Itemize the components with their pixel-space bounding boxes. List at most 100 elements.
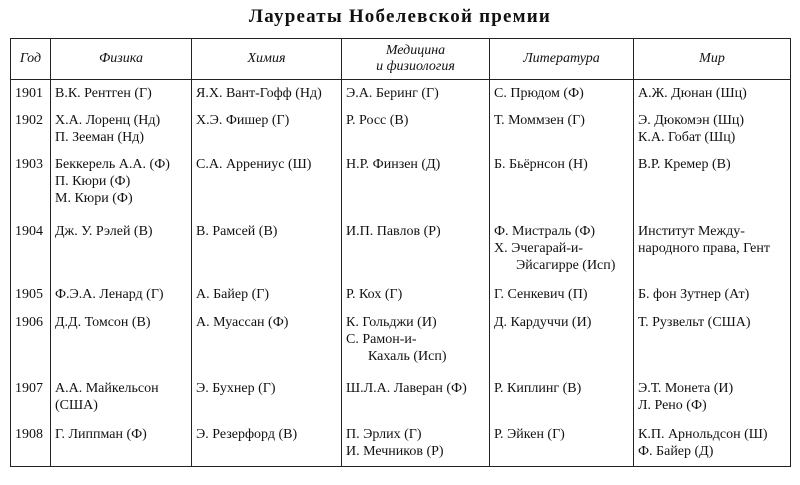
table-row: 1905 Ф.Э.А. Ленард (Г) А. Байер (Г) Р. К… xyxy=(10,283,791,311)
physics-cell: Ф.Э.А. Ленард (Г) xyxy=(50,283,192,311)
laureate: С. Рамон-и- xyxy=(346,332,417,347)
laureate: П. Эрлих (Г) xyxy=(346,427,422,442)
laureate: В.К. Рентген (Г) xyxy=(55,86,152,101)
year-cell: 1906 xyxy=(10,311,51,372)
peace-cell: Э. Дюкомэн (Шц) К.А. Гобат (Шц) xyxy=(633,109,791,153)
table-row: 1904 Дж. У. Рэлей (В) В. Рамсей (В) И.П.… xyxy=(10,218,791,283)
laureate: А. Муассан (Ф) xyxy=(196,315,289,330)
laureate: Кахаль (Исп) xyxy=(368,349,447,364)
laureate: К.П. Арнольдсон (Ш) xyxy=(638,427,768,442)
laureate: К.А. Гобат (Шц) xyxy=(638,130,736,145)
chemistry-cell: А. Муассан (Ф) xyxy=(191,311,342,372)
medicine-cell: Н.Р. Финзен (Д) xyxy=(341,153,490,218)
laureate: А.Ж. Дюнан (Шц) xyxy=(638,86,747,101)
literature-cell: Т. Моммзен (Г) xyxy=(489,109,634,153)
year-cell: 1902 xyxy=(10,109,51,153)
laureate: Э. Резерфорд (В) xyxy=(196,427,298,442)
laureate: Э. Бухнер (Г) xyxy=(196,381,276,396)
peace-cell: Э.Т. Монета (И) Л. Рено (Ф) xyxy=(633,372,791,423)
year-cell: 1901 xyxy=(10,79,51,109)
medicine-cell: Ш.Л.А. Лаверан (Ф) xyxy=(341,372,490,423)
laureate: Г. Липпман (Ф) xyxy=(55,427,147,442)
peace-cell: К.П. Арнольдсон (Ш) Ф. Байер (Д) xyxy=(633,423,791,467)
laureate: И. Мечников (Р) xyxy=(346,444,444,459)
literature-cell: Р. Эйкен (Г) xyxy=(489,423,634,467)
year-cell: 1908 xyxy=(10,423,51,467)
literature-cell: Д. Кардуччи (И) xyxy=(489,311,634,372)
table-row: 1903 Беккерель А.А. (Ф) П. Кюри (Ф) М. К… xyxy=(10,153,791,218)
laureate: Э.Т. Монета (И) xyxy=(638,381,734,396)
table-row: 1906 Д.Д. Томсон (В) А. Муассан (Ф) К. Г… xyxy=(10,311,791,372)
laureate: П. Зееман (Нд) xyxy=(55,130,145,145)
column-header-physics: Физика xyxy=(50,38,192,80)
medicine-cell: К. Гольджи (И) С. Рамон-и- Кахаль (Исп) xyxy=(341,311,490,372)
chemistry-cell: С.А. Аррениус (Ш) xyxy=(191,153,342,218)
laureate: Т. Моммзен (Г) xyxy=(494,113,585,128)
physics-cell: Х.А. Лоренц (Нд) П. Зееман (Нд) xyxy=(50,109,192,153)
laureate: Ш.Л.А. Лаверан (Ф) xyxy=(346,381,467,396)
peace-cell: А.Ж. Дюнан (Шц) xyxy=(633,79,791,109)
literature-cell: Г. Сенкевич (П) xyxy=(489,283,634,311)
medicine-cell: Э.А. Беринг (Г) xyxy=(341,79,490,109)
laureate: Д.Д. Томсон (В) xyxy=(55,315,151,330)
peace-cell: Б. фон Зутнер (Ат) xyxy=(633,283,791,311)
year-cell: 1904 xyxy=(10,218,51,283)
laureate: народного права, Гент xyxy=(638,241,771,256)
physics-cell: Г. Липпман (Ф) xyxy=(50,423,192,467)
laureate: Т. Рузвельт (США) xyxy=(638,315,751,330)
table-row: 1901 В.К. Рентген (Г) Я.Х. Вант-Гофф (Нд… xyxy=(10,79,791,109)
literature-cell: Р. Киплинг (В) xyxy=(489,372,634,423)
year-cell: 1903 xyxy=(10,153,51,218)
medicine-cell: Р. Кох (Г) xyxy=(341,283,490,311)
laureate: В.Р. Кремер (В) xyxy=(638,157,731,172)
column-header-year: Год xyxy=(10,38,51,80)
literature-cell: С. Прюдом (Ф) xyxy=(489,79,634,109)
literature-cell: Б. Бьёрнсон (Н) xyxy=(489,153,634,218)
year-cell: 1905 xyxy=(10,283,51,311)
chemistry-cell: Х.Э. Фишер (Г) xyxy=(191,109,342,153)
laureate: (США) xyxy=(55,398,98,413)
laureate: Л. Рено (Ф) xyxy=(638,398,707,413)
laureate: Д. Кардуччи (И) xyxy=(494,315,592,330)
laureate: К. Гольджи (И) xyxy=(346,315,437,330)
table-header-row: Год Физика Химия Медицина и физиология Л… xyxy=(10,38,791,80)
laureate: А.А. Майкельсон xyxy=(55,381,159,396)
peace-cell: Институт Между- народного права, Гент xyxy=(633,218,791,283)
laureate: Ф. Байер (Д) xyxy=(638,444,714,459)
laureate: Г. Сенкевич (П) xyxy=(494,287,588,302)
laureate: Х.А. Лоренц (Нд) xyxy=(55,113,161,128)
chemistry-cell: А. Байер (Г) xyxy=(191,283,342,311)
table-row: 1907 А.А. Майкельсон (США) Э. Бухнер (Г)… xyxy=(10,372,791,423)
laureate: Я.Х. Вант-Гофф (Нд) xyxy=(196,86,322,101)
column-header-medicine-line: и физиология xyxy=(376,59,455,74)
laureate: Р. Киплинг (В) xyxy=(494,381,582,396)
column-header-medicine: Медицина и физиология xyxy=(341,38,490,80)
laureate: Р. Эйкен (Г) xyxy=(494,427,565,442)
peace-cell: В.Р. Кремер (В) xyxy=(633,153,791,218)
laureate: П. Кюри (Ф) xyxy=(55,174,131,189)
medicine-cell: П. Эрлих (Г) И. Мечников (Р) xyxy=(341,423,490,467)
laureate: Р. Кох (Г) xyxy=(346,287,403,302)
column-header-literature: Литература xyxy=(489,38,634,80)
laureate: Беккерель А.А. (Ф) xyxy=(55,157,170,172)
medicine-cell: Р. Росс (В) xyxy=(341,109,490,153)
column-header-peace: Мир xyxy=(633,38,791,80)
laureate: Ф.Э.А. Ленард (Г) xyxy=(55,287,164,302)
literature-cell: Ф. Мистраль (Ф) Х. Эчегарай-и- Эйсагирре… xyxy=(489,218,634,283)
laureate: А. Байер (Г) xyxy=(196,287,269,302)
page-title: Лауреаты Нобелевской премии xyxy=(248,6,552,27)
laureate: В. Рамсей (В) xyxy=(196,224,278,239)
chemistry-cell: Э. Резерфорд (В) xyxy=(191,423,342,467)
physics-cell: В.К. Рентген (Г) xyxy=(50,79,192,109)
table-row: 1902 Х.А. Лоренц (Нд) П. Зееман (Нд) Х.Э… xyxy=(10,109,791,153)
laureate: Х.Э. Фишер (Г) xyxy=(196,113,290,128)
laureate: М. Кюри (Ф) xyxy=(55,191,133,206)
laureate: Э.А. Беринг (Г) xyxy=(346,86,439,101)
laureate: С. Прюдом (Ф) xyxy=(494,86,584,101)
laureate: Х. Эчегарай-и- xyxy=(494,241,584,256)
laureate: С.А. Аррениус (Ш) xyxy=(196,157,312,172)
physics-cell: Дж. У. Рэлей (В) xyxy=(50,218,192,283)
year-cell: 1907 xyxy=(10,372,51,423)
laureate: Б. фон Зутнер (Ат) xyxy=(638,287,750,302)
laureate: Н.Р. Финзен (Д) xyxy=(346,157,441,172)
